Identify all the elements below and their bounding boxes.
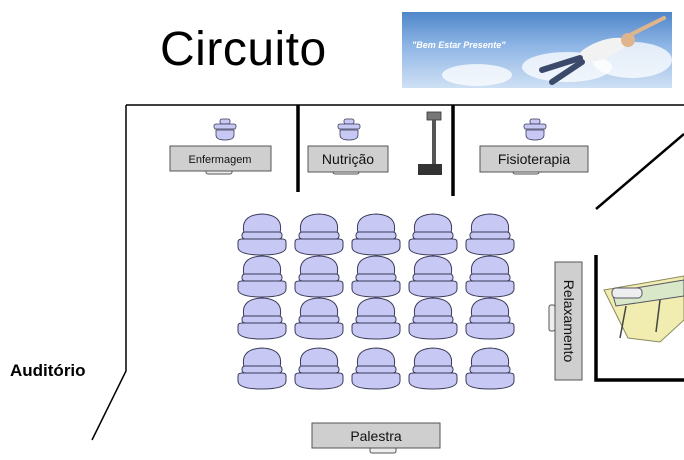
- scale-icon: [418, 111, 442, 175]
- chair-icon: [294, 347, 344, 390]
- chair-icon: [465, 297, 515, 340]
- chair-icon: [237, 297, 287, 340]
- chair-icon: [351, 255, 401, 298]
- room-label-fisioterapia: Fisioterapia: [498, 151, 571, 167]
- chair-icon: [351, 213, 401, 256]
- chair-icon: [237, 255, 287, 298]
- desk-fisioterapia: [479, 145, 589, 175]
- page-title: Circuito: [160, 23, 327, 76]
- chair-icon: [237, 347, 287, 390]
- flying-person-icon: [539, 16, 666, 85]
- chair-icon: [465, 255, 515, 298]
- desk-enfermagem: [169, 145, 272, 175]
- chair-icon: [465, 213, 515, 256]
- desk-nutricao: [307, 145, 389, 175]
- chair-icon: [408, 255, 458, 298]
- desk-relaxamento: [548, 261, 583, 381]
- chair-icon: [465, 347, 515, 390]
- room-label-nutricao: Nutrição: [322, 151, 374, 167]
- banner-slogan: "Bem Estar Presente": [412, 40, 506, 50]
- chair-icon: [294, 213, 344, 256]
- enfermagem-chair-icon: [213, 118, 237, 141]
- chair-icon: [294, 255, 344, 298]
- chair-icon: [408, 347, 458, 390]
- fisioterapia-chair-icon: [523, 118, 547, 141]
- room-label-relaxamento: Relaxamento: [561, 280, 577, 363]
- chair-icon: [408, 297, 458, 340]
- nutricao-chair-icon: [337, 118, 361, 141]
- auditorium-chairs: [237, 213, 515, 390]
- room-label-auditorio: Auditório: [10, 361, 86, 380]
- desk-palestra: [311, 422, 441, 454]
- wall-lines: [91, 104, 684, 441]
- chair-icon: [294, 297, 344, 340]
- banner-image: "Bem Estar Presente": [402, 12, 672, 88]
- chair-icon: [351, 297, 401, 340]
- room-label-palestra: Palestra: [350, 428, 402, 444]
- chair-icon: [237, 213, 287, 256]
- chair-icon: [408, 213, 458, 256]
- chair-icon: [351, 347, 401, 390]
- massage-table-icon: [603, 275, 684, 343]
- room-label-enfermagem: Enfermagem: [189, 154, 252, 166]
